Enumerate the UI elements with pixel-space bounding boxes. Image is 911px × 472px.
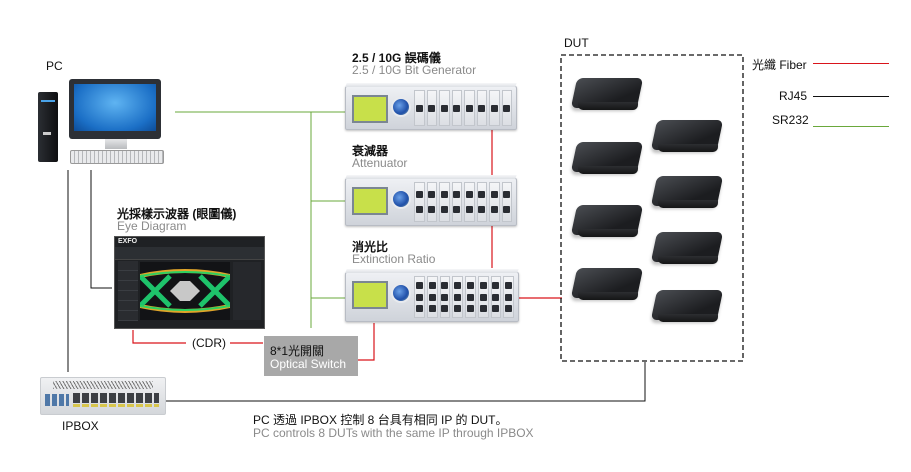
- extinction-ratio-title-en: Extinction Ratio: [352, 252, 436, 266]
- dut-device-4: [570, 268, 644, 304]
- rj45-line-ipbox-dut: [166, 362, 646, 402]
- fiber-line-eye-cdr: [132, 330, 186, 344]
- ipbox-device: [40, 377, 166, 415]
- eye-diagram-screen: EXFO: [114, 236, 265, 329]
- eye-diagram-title-zh: 光採樣示波器 (眼圖儀): [117, 207, 237, 221]
- pc-monitor-icon: [69, 79, 161, 139]
- pc-stand: [105, 139, 127, 149]
- fiber-line-switch-er: [358, 323, 375, 361]
- keyboard-icon: [70, 150, 164, 164]
- dut-label: DUT: [564, 36, 589, 50]
- optical-switch-title-en: Optical Switch: [270, 357, 347, 371]
- attenuator-device: [345, 175, 517, 226]
- caption-zh: PC 透過 IPBOX 控制 8 台具有相同 IP 的 DUT。: [253, 413, 508, 427]
- dut-device-2: [570, 142, 644, 178]
- legend-rj45-label: RJ45: [779, 89, 808, 103]
- pc-label: PC: [46, 59, 63, 73]
- rj45-line-pc-eye: [90, 170, 112, 289]
- dut-device-6: [650, 176, 724, 212]
- bit-generator-title-en: 2.5 / 10G Bit Generator: [352, 63, 477, 77]
- ipbox-label: IPBOX: [62, 419, 99, 433]
- legend-fiber-label: 光纖 Fiber: [752, 58, 807, 72]
- extinction-ratio-device: [345, 269, 519, 322]
- dut-device-8: [650, 290, 724, 326]
- dut-device-3: [570, 205, 644, 241]
- eye-pattern: [140, 262, 230, 320]
- cdr-label: (CDR): [192, 336, 226, 350]
- dut-device-5: [650, 120, 724, 156]
- eye-diagram-title-en: Eye Diagram: [117, 219, 187, 233]
- legend-sr232-line: [813, 126, 889, 127]
- legend-rj45-line: [813, 96, 889, 97]
- optical-switch-box: 8*1光開關 Optical Switch: [264, 336, 358, 376]
- caption-en: PC controls 8 DUTs with the same IP thro…: [253, 426, 534, 440]
- dut-group-box: [560, 54, 744, 362]
- eye-diagram-brand: EXFO: [118, 238, 138, 245]
- attenuator-title-zh: 衰減器: [352, 144, 389, 158]
- dut-device-7: [650, 232, 724, 268]
- pc-tower-icon: [38, 92, 58, 162]
- bit-generator-device: [345, 83, 517, 130]
- bit-generator-title-zh: 2.5 / 10G 誤碼儀: [352, 51, 441, 65]
- dut-device-1: [570, 78, 644, 114]
- attenuator-title-en: Attenuator: [352, 156, 408, 170]
- extinction-ratio-title-zh: 消光比: [352, 240, 389, 254]
- legend-fiber-line: [813, 63, 889, 64]
- legend-sr232-label: SR232: [772, 113, 809, 127]
- optical-switch-title-zh: 8*1光開關: [270, 344, 325, 358]
